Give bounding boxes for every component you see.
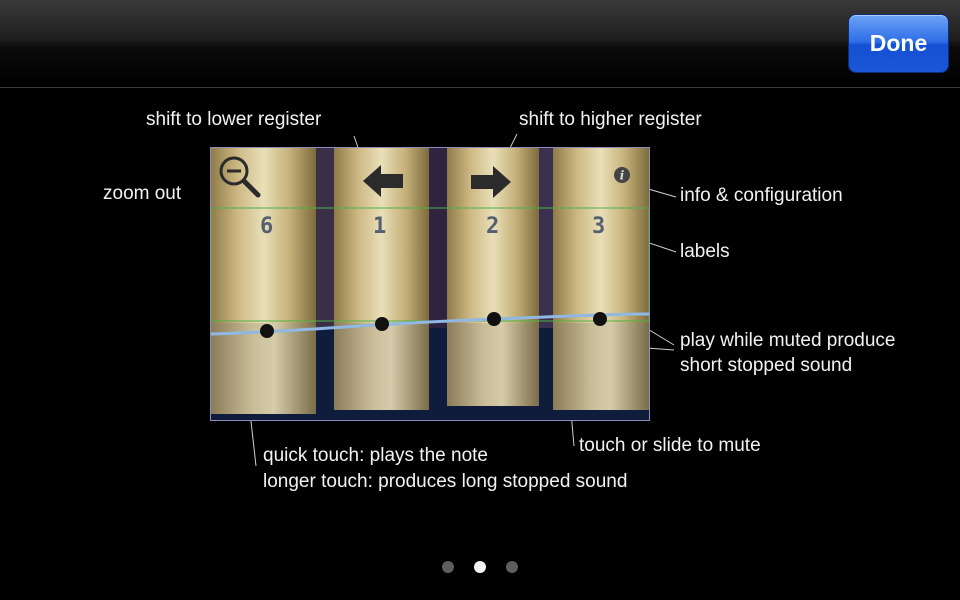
key-label-4: 3 <box>592 214 606 239</box>
page-dot-2[interactable] <box>474 561 486 573</box>
page-dot-3[interactable] <box>506 561 518 573</box>
zoom-out-icon[interactable] <box>216 153 264 201</box>
info-icon[interactable]: i <box>613 166 631 184</box>
bamboo-keys-illustration <box>211 148 649 420</box>
done-button[interactable]: Done <box>848 14 949 73</box>
page-indicator[interactable] <box>440 561 520 575</box>
key-label-2: 1 <box>373 214 387 239</box>
annotation-play-muted-line1: play while muted produce <box>680 330 896 351</box>
annotation-labels: labels <box>680 241 730 262</box>
annotation-mute: touch or slide to mute <box>579 435 761 456</box>
annotation-zoom-out: zoom out <box>103 183 182 204</box>
arrow-left-icon[interactable] <box>361 163 405 199</box>
svg-text:i: i <box>620 169 625 183</box>
annotation-play-muted-line2: short stopped sound <box>680 355 853 376</box>
arrow-right-icon[interactable] <box>469 164 513 200</box>
annotation-shift-lower: shift to lower register <box>146 109 322 130</box>
page-dot-1[interactable] <box>442 561 454 573</box>
annotation-info: info & configuration <box>680 185 843 206</box>
instrument-view[interactable]: i 6 1 2 3 <box>210 147 650 421</box>
key-label-3: 2 <box>486 214 500 239</box>
annotation-quick-touch: quick touch: plays the note <box>263 445 488 466</box>
annotation-shift-higher: shift to higher register <box>519 109 702 130</box>
top-navigation-bar: Done <box>0 0 960 88</box>
key-label-1: 6 <box>260 214 274 239</box>
annotation-longer-touch: longer touch: produces long stopped soun… <box>263 471 628 492</box>
